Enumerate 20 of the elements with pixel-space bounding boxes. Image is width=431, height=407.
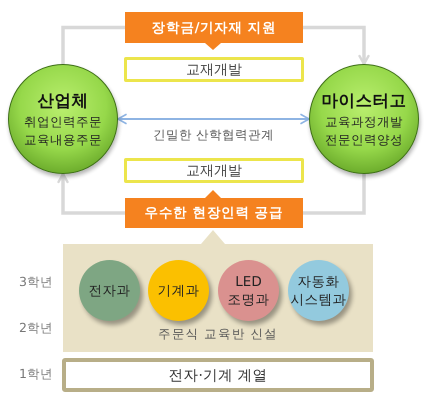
node-text: 교육과정개발 전문인력양성: [324, 112, 404, 148]
node-title: 산업체: [38, 90, 88, 112]
node-text: 취업인력주문 교육내용주문: [23, 112, 103, 148]
callout-banner: 장학금/기자재 지원: [125, 12, 303, 50]
connector-line: [303, 174, 366, 215]
grade-label: 1학년: [19, 365, 53, 383]
label-box: 교재개발: [124, 158, 304, 183]
group-panel: [63, 230, 373, 352]
label-box: 전자·기계 계열: [62, 358, 374, 392]
label-box: 교재개발: [124, 57, 304, 82]
arrow: [57, 172, 125, 215]
callout-banner: 우수한 현장인력 공급: [125, 190, 303, 228]
double-arrow: [117, 114, 310, 124]
arrow: [303, 26, 370, 66]
connector-line: [61, 26, 125, 64]
panel-caption: 주문식 교육반 신설: [157, 326, 279, 342]
grade-label: 3학년: [19, 273, 53, 291]
node-title: 마이스터고: [322, 90, 406, 112]
grade-label: 2학년: [19, 319, 53, 337]
edge-label: 긴밀한 산학협력관계: [153, 127, 274, 143]
